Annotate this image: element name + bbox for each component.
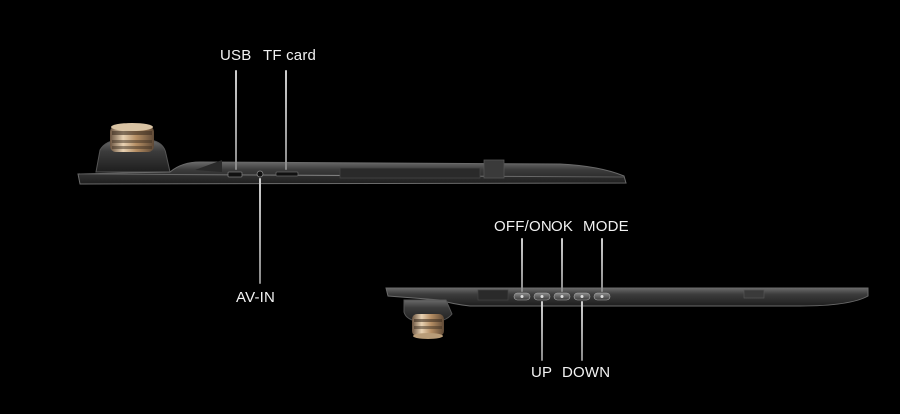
down-leader-line xyxy=(581,301,583,361)
top-camera-lens xyxy=(110,123,154,152)
av-in-leader-line xyxy=(259,178,261,284)
usb-port xyxy=(227,171,243,178)
usb-label: USB xyxy=(220,47,252,64)
usb-leader-line xyxy=(235,70,237,170)
off-on-leader-line xyxy=(521,238,523,292)
bottom-device-body xyxy=(385,287,869,307)
mode-label: MODE xyxy=(583,218,629,235)
tf-card-slot xyxy=(275,171,299,177)
off-on-label: OFF/ON xyxy=(494,218,552,235)
ok-leader-line xyxy=(561,238,563,292)
down-label: DOWN xyxy=(562,364,611,381)
tf-card-label: TF card xyxy=(263,47,317,64)
tf-card-leader-line xyxy=(285,70,287,170)
bottom-camera-lens xyxy=(412,314,444,339)
up-label: UP xyxy=(531,364,553,381)
bottom-device xyxy=(385,287,869,339)
av-in-port xyxy=(256,170,264,178)
mode-leader-line xyxy=(601,238,603,292)
bottom-buttons xyxy=(513,292,611,301)
ok-label: OK xyxy=(551,218,574,235)
av-in-label: AV-IN xyxy=(236,289,276,306)
up-leader-line xyxy=(541,301,543,361)
top-device xyxy=(77,123,627,185)
